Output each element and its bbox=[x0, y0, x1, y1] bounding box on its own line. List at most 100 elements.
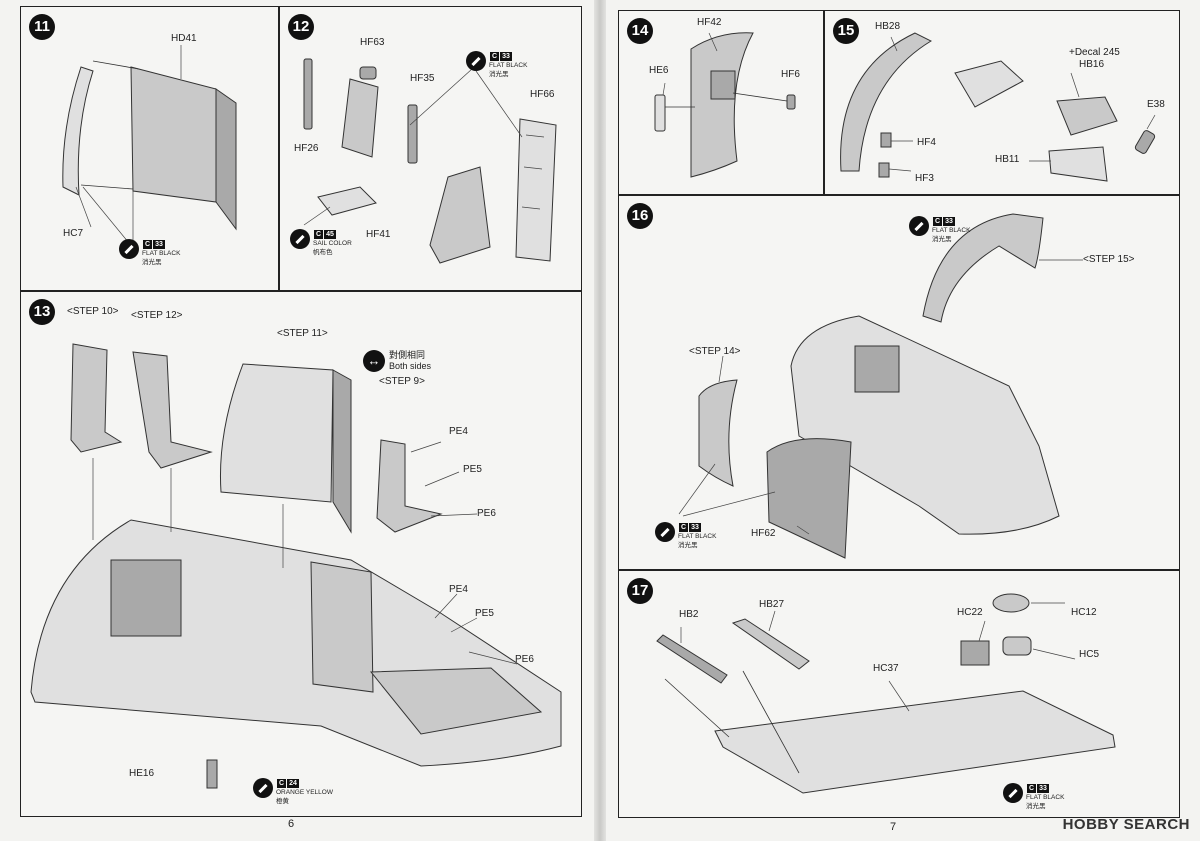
step-number-12: 12 bbox=[288, 14, 314, 40]
latch-hf6-part bbox=[786, 94, 796, 110]
rail-hb27-part bbox=[731, 618, 810, 670]
paint-name-cn: 消光黑 bbox=[932, 236, 952, 243]
label-hf35: HF35 bbox=[410, 73, 435, 84]
paint-name-cn: 橙黄 bbox=[276, 798, 289, 805]
paint-name: FLAT BLACK bbox=[1026, 794, 1065, 801]
paint-code: C bbox=[679, 523, 689, 532]
paint-name: FLAT BLACK bbox=[489, 62, 528, 69]
paint-code: C bbox=[490, 52, 500, 61]
step-15-panel: 15 HB28 +Decal 245 HB16 E38 HF4 HB11 HF3 bbox=[824, 10, 1180, 195]
paint-code: C bbox=[314, 230, 324, 239]
paint-name-cn: 消光黑 bbox=[142, 259, 162, 266]
label-hb27: HB27 bbox=[759, 599, 785, 610]
step-11-drawing bbox=[62, 45, 237, 244]
paint-code: C bbox=[143, 240, 153, 249]
paintbrush-icon bbox=[655, 522, 675, 542]
label-decal: +Decal 245 bbox=[1069, 47, 1120, 58]
label-hf6: HF6 bbox=[781, 69, 800, 80]
seat-step10-part bbox=[70, 343, 123, 453]
both-sides-en: Both sides bbox=[389, 361, 432, 371]
label-hb11: HB11 bbox=[995, 154, 1020, 165]
step-14-panel: 14 HF42 HE6 HF6 bbox=[618, 10, 824, 195]
label-pe4-lower: PE4 bbox=[449, 584, 468, 595]
handle-he6-part bbox=[654, 94, 666, 132]
label-e38: E38 bbox=[1147, 99, 1165, 110]
label-hf62: HF62 bbox=[751, 528, 776, 539]
label-hc22: HC22 bbox=[957, 607, 983, 618]
paint-name: FLAT BLACK bbox=[142, 250, 181, 257]
door-detail-part bbox=[710, 70, 736, 100]
seat-step12-part bbox=[132, 351, 213, 469]
step-16-drawing bbox=[678, 213, 1083, 559]
paint-name: FLAT BLACK bbox=[678, 533, 717, 540]
label-pe5-upper: PE5 bbox=[463, 464, 482, 475]
part-hf4 bbox=[880, 132, 892, 148]
paint-name-cn: 消光黑 bbox=[1026, 803, 1046, 810]
cabin-floor-part bbox=[30, 519, 562, 767]
page-number-right: 7 bbox=[890, 821, 897, 833]
book-gutter bbox=[594, 0, 606, 841]
label-hb28: HB28 bbox=[875, 21, 901, 32]
ref-step-12: <STEP 12> bbox=[131, 310, 183, 321]
bulkhead-hc7-part bbox=[62, 66, 94, 196]
step-number-14: 14 bbox=[627, 18, 653, 44]
radiator-part bbox=[110, 559, 182, 637]
step-number-16: 16 bbox=[627, 203, 653, 229]
paint-code-number: 33 bbox=[1037, 784, 1049, 793]
ref-step-9: <STEP 9> bbox=[379, 376, 425, 387]
paint-code-number: 45 bbox=[324, 230, 336, 239]
frame-hf66 bbox=[515, 118, 557, 262]
frame-hb28-part bbox=[840, 32, 933, 172]
step-number-15: 15 bbox=[833, 18, 859, 44]
label-hf26: HF26 bbox=[294, 143, 319, 154]
label-hb16: HB16 bbox=[1079, 59, 1105, 70]
paint-code: C bbox=[277, 779, 287, 788]
part-e38 bbox=[1134, 130, 1156, 154]
step-13-drawing bbox=[30, 343, 562, 789]
ref-step-11: <STEP 11> bbox=[277, 328, 328, 339]
label-pe5-lower: PE5 bbox=[475, 608, 494, 619]
part-hc22 bbox=[960, 640, 990, 666]
paint-name: SAIL COLOR bbox=[313, 240, 352, 247]
frame-step15-part bbox=[922, 213, 1044, 323]
paint-name-cn: 帆布色 bbox=[313, 249, 333, 256]
paintbrush-icon bbox=[1003, 783, 1023, 803]
paint-code-number: 33 bbox=[689, 523, 701, 532]
label-hf66: HF66 bbox=[530, 89, 555, 100]
step-number-13: 13 bbox=[29, 299, 55, 325]
radiator-part bbox=[854, 345, 900, 393]
part-he16 bbox=[206, 759, 218, 789]
label-hf41: HF41 bbox=[366, 229, 391, 240]
rail-hb2-part bbox=[656, 634, 728, 684]
step-15-drawing bbox=[840, 32, 1156, 182]
part-hc5 bbox=[1002, 636, 1032, 656]
paint-code-number: 33 bbox=[943, 217, 955, 226]
door-hf42-part bbox=[690, 32, 754, 178]
both-sides-cn: 對側相同 bbox=[389, 350, 426, 360]
paint-code-number: 33 bbox=[153, 240, 165, 249]
floor-hc37-part bbox=[714, 690, 1116, 794]
double-arrow-icon: ↔ bbox=[363, 350, 385, 372]
paint-name: ORANGE YELLOW bbox=[276, 789, 333, 796]
step-14-drawing bbox=[654, 32, 796, 178]
paintbrush-icon bbox=[909, 216, 929, 236]
paintbrush-icon bbox=[119, 239, 139, 259]
bulkhead-installed-part bbox=[310, 561, 374, 693]
step-17-drawing bbox=[656, 593, 1116, 794]
label-pe6-upper: PE6 bbox=[477, 508, 496, 519]
step-12-drawing bbox=[303, 58, 557, 264]
paintbrush-icon bbox=[253, 778, 273, 798]
part-hf26 bbox=[303, 58, 313, 130]
label-hf42: HF42 bbox=[697, 17, 722, 28]
paint-name-cn: 消光黑 bbox=[489, 71, 509, 78]
